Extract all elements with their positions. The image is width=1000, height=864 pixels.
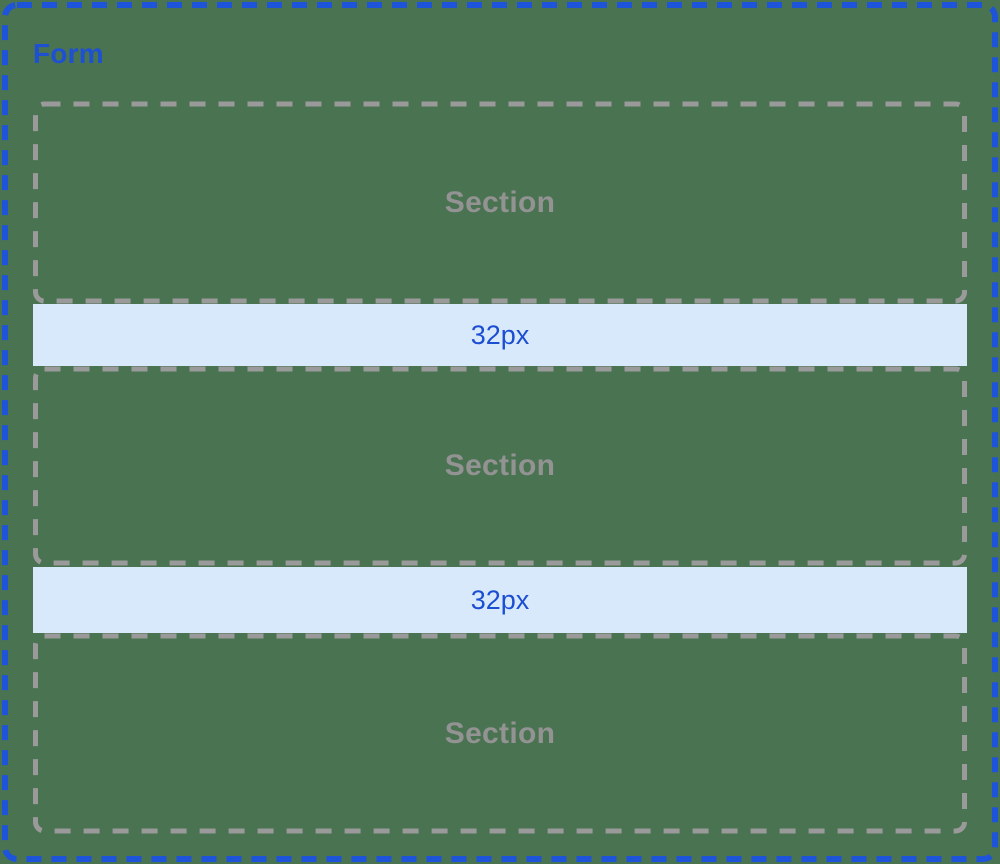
section-1: Section <box>33 104 967 301</box>
gap-2: 32px <box>33 567 967 633</box>
section-3: Section <box>33 636 967 831</box>
gap-1: 32px <box>33 304 967 366</box>
section-2: Section <box>33 369 967 563</box>
section-2-label: Section <box>444 449 556 482</box>
section-3-outline <box>33 633 967 834</box>
section-2-outline <box>33 366 967 566</box>
form-label: Form <box>33 38 104 69</box>
gap-2-label: 32px <box>470 584 530 615</box>
section-1-label: Section <box>444 185 556 219</box>
gap-bar-1 <box>33 304 967 366</box>
section-1-outline <box>33 101 967 304</box>
gap-bar-2 <box>33 567 967 633</box>
gap-1-label: 32px <box>470 319 530 350</box>
section-3-label: Section <box>444 716 556 750</box>
